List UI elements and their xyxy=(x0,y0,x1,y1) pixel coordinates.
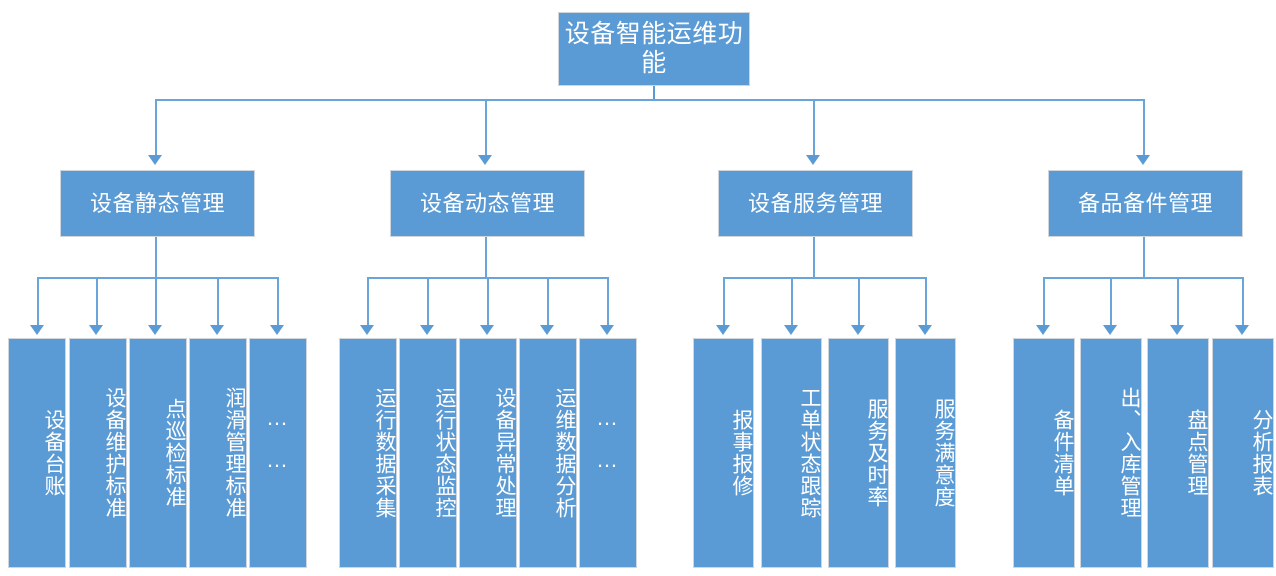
connector-leaf-3-4 xyxy=(925,277,927,327)
branch-node-3[interactable]: 设备服务管理 xyxy=(718,170,913,237)
connector-leaf-1-1 xyxy=(37,277,39,327)
connector-leaf-1-3 xyxy=(155,277,157,327)
connector-leaf-2-4 xyxy=(547,277,549,327)
leaf-node-1-2[interactable]: 设备维护标准 xyxy=(69,338,127,568)
leaf-node-3-3[interactable]: 服务及时率 xyxy=(828,338,889,568)
arrow-leaf-1-1 xyxy=(30,325,44,335)
ellipsis-line-2: … xyxy=(596,446,620,472)
arrow-leaf-2-4 xyxy=(540,325,554,335)
arrow-leaf-2-2 xyxy=(420,325,434,335)
connector-branch-3-bus xyxy=(723,277,926,279)
connector-branch-3-stem xyxy=(813,237,815,278)
arrow-leaf-2-3 xyxy=(480,325,494,335)
leaf-node-1-5-ellipsis[interactable]: … … xyxy=(249,338,307,568)
arrow-branch-3 xyxy=(806,155,820,165)
connector-branch-4-bus xyxy=(1043,277,1242,279)
connector-branch-1-bus xyxy=(37,277,278,279)
connector-branch-1-stem xyxy=(155,237,157,278)
arrow-leaf-1-5 xyxy=(270,325,284,335)
leaf-node-1-3[interactable]: 点巡检标准 xyxy=(129,338,187,568)
arrow-leaf-4-3 xyxy=(1170,325,1184,335)
arrow-leaf-2-5 xyxy=(600,325,614,335)
arrow-leaf-3-3 xyxy=(851,325,865,335)
root-node[interactable]: 设备智能运维功能 xyxy=(558,12,750,86)
connector-leaf-2-5 xyxy=(607,277,609,327)
connector-leaf-3-1 xyxy=(723,277,725,327)
leaf-node-2-4[interactable]: 运维数据分析 xyxy=(519,338,577,568)
branch-node-1[interactable]: 设备静态管理 xyxy=(60,170,255,237)
leaf-node-2-2[interactable]: 运行状态监控 xyxy=(399,338,457,568)
connector-leaf-3-3 xyxy=(858,277,860,327)
connector-branch-2-stem xyxy=(485,237,487,278)
connector-leaf-1-4 xyxy=(217,277,219,327)
connector-top-bus xyxy=(155,99,1144,101)
leaf-node-4-2[interactable]: 出、入库管理 xyxy=(1080,338,1142,568)
leaf-node-4-1[interactable]: 备件清单 xyxy=(1013,338,1075,568)
connector-drop-branch-4 xyxy=(1143,99,1145,157)
leaf-node-3-4[interactable]: 服务满意度 xyxy=(895,338,956,568)
connector-branch-4-stem xyxy=(1143,237,1145,278)
connector-leaf-4-3 xyxy=(1177,277,1179,327)
leaf-node-2-1[interactable]: 运行数据采集 xyxy=(339,338,397,568)
connector-leaf-2-3 xyxy=(487,277,489,327)
connector-leaf-1-2 xyxy=(96,277,98,327)
leaf-node-4-3[interactable]: 盘点管理 xyxy=(1147,338,1209,568)
connector-leaf-2-1 xyxy=(367,277,369,327)
connector-leaf-1-5 xyxy=(277,277,279,327)
connector-root-stem xyxy=(653,86,655,100)
ellipsis-line-1: … xyxy=(266,405,290,430)
leaf-node-2-5-ellipsis[interactable]: … … xyxy=(579,338,637,568)
arrow-branch-1 xyxy=(148,155,162,165)
arrow-branch-2 xyxy=(478,155,492,165)
connector-leaf-4-4 xyxy=(1242,277,1244,327)
connector-drop-branch-1 xyxy=(155,99,157,157)
connector-leaf-2-2 xyxy=(427,277,429,327)
branch-node-4[interactable]: 备品备件管理 xyxy=(1048,170,1243,237)
leaf-node-1-4[interactable]: 润滑管理标准 xyxy=(189,338,247,568)
arrow-leaf-3-1 xyxy=(716,325,730,335)
arrow-leaf-3-4 xyxy=(918,325,932,335)
arrow-leaf-4-1 xyxy=(1036,325,1050,335)
arrow-leaf-1-3 xyxy=(148,325,162,335)
leaf-node-1-1[interactable]: 设备台账 xyxy=(8,338,66,568)
arrow-leaf-1-4 xyxy=(210,325,224,335)
connector-drop-branch-2 xyxy=(485,99,487,157)
arrow-leaf-1-2 xyxy=(89,325,103,335)
arrow-branch-4 xyxy=(1136,155,1150,165)
arrow-leaf-3-2 xyxy=(784,325,798,335)
connector-leaf-4-2 xyxy=(1110,277,1112,327)
connector-leaf-3-2 xyxy=(791,277,793,327)
ellipsis-line-2: … xyxy=(266,446,290,472)
ellipsis-line-1: … xyxy=(596,405,620,430)
leaf-node-4-4[interactable]: 分析报表 xyxy=(1212,338,1274,568)
leaf-node-2-3[interactable]: 设备异常处理 xyxy=(459,338,517,568)
connector-leaf-4-1 xyxy=(1043,277,1045,327)
branch-node-2[interactable]: 设备动态管理 xyxy=(390,170,585,237)
arrow-leaf-2-1 xyxy=(360,325,374,335)
connector-drop-branch-3 xyxy=(813,99,815,157)
arrow-leaf-4-2 xyxy=(1103,325,1117,335)
arrow-leaf-4-4 xyxy=(1235,325,1249,335)
leaf-node-3-1[interactable]: 报事报修 xyxy=(693,338,754,568)
leaf-node-3-2[interactable]: 工单状态跟踪 xyxy=(761,338,822,568)
